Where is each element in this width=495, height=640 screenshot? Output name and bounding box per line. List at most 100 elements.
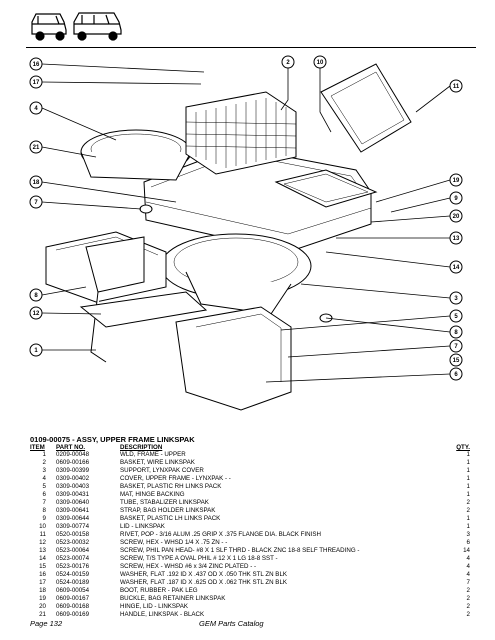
callout-20-label: 20	[453, 214, 460, 220]
vehicle-icon-1	[31, 13, 67, 41]
cell-part-no: 0609-00168	[56, 603, 90, 610]
leader-lines	[41, 63, 451, 383]
cell-description: SUPPORT, LYNXPAK COVER	[120, 467, 204, 474]
cell-part-no: 0524-00159	[56, 571, 90, 578]
callout-18-label: 18	[33, 180, 40, 186]
cell-qty: 6	[466, 539, 470, 546]
cell-description: BUCKLE, BAG RETAINER LINKSPAK	[120, 595, 226, 602]
cell-item: 9	[42, 515, 46, 522]
table-row: 15 0523-00176 SCREW, HEX - WHSD #6 x 3/4 Z…	[30, 563, 470, 571]
cell-item: 10	[39, 523, 46, 530]
cell-qty: 1	[466, 475, 470, 482]
cell-item: 12	[39, 539, 46, 546]
cell-item: 20	[39, 603, 46, 610]
cell-description: BASKET, PLASTIC LH LINKS PACK	[120, 515, 221, 522]
cell-part-no: 0309-00402	[56, 475, 90, 482]
round-basket-left	[80, 129, 192, 181]
callout-17: 17	[29, 75, 43, 89]
bag-holder-frame-left	[45, 231, 167, 363]
callout-21-label: 21	[33, 145, 40, 151]
col-description-header: DESCRIPTION	[120, 444, 163, 451]
cell-item: 17	[39, 579, 46, 586]
callout-6-label: 6	[454, 372, 458, 378]
callout-6: 6	[449, 367, 463, 381]
vehicle-icon-2	[73, 12, 122, 41]
callout-2: 2	[281, 55, 295, 69]
cell-qty: 1	[466, 459, 470, 466]
cell-part-no: 0523-00176	[56, 563, 90, 570]
callout-8-left: 8	[29, 288, 43, 302]
callout-12: 12	[29, 306, 43, 320]
cell-qty: 4	[466, 571, 470, 578]
cell-description: SCREW, T/S TYPE A OVAL PHIL # 12 X 1 LG …	[120, 555, 278, 562]
callout-5: 5	[449, 309, 463, 323]
cell-description: WLD, FRAME - UPPER	[120, 451, 186, 458]
cell-item: 14	[39, 555, 46, 562]
callout-7-label: 7	[34, 200, 38, 206]
cell-part-no: 0209-00048	[56, 451, 90, 458]
callout-1: 1	[29, 343, 43, 357]
callout-1-label: 1	[34, 348, 38, 354]
cell-description: BASKET, PLASTIC RH LINKS PACK	[120, 483, 222, 490]
cell-description: BASKET, WIRE LINKSPAK	[120, 459, 195, 466]
callout-13-label: 13	[453, 236, 460, 242]
cell-description: HANDLE, LINKSPAK - BLACK	[120, 611, 205, 618]
exploded-parts-diagram: 16 17 4 21 18 7 8 12 1 2 10 11 19 9 20 1…	[29, 55, 463, 411]
cell-description: WASHER, FLAT .192 ID X .437 OD X .050 TH…	[120, 571, 288, 578]
cell-qty: 2	[466, 595, 470, 602]
col-part-no-header: PART NO.	[56, 444, 86, 451]
col-item-header: ITEM	[30, 444, 45, 451]
col-qty-header: QTY.	[456, 444, 470, 451]
cell-part-no: 0523-00032	[56, 539, 90, 546]
cell-item: 21	[39, 611, 46, 618]
table-row: 9 0309-00644 BASKET, PLASTIC LH LINKS PACK…	[30, 515, 470, 523]
callout-7-right: 7	[449, 339, 463, 353]
callout-9: 9	[449, 191, 463, 205]
callout-9-label: 9	[454, 196, 458, 202]
callout-13: 13	[449, 231, 463, 245]
cell-qty: 2	[466, 603, 470, 610]
callout-5-label: 5	[454, 314, 458, 320]
callout-3: 3	[449, 291, 463, 305]
gem-vehicles-logo	[31, 12, 122, 41]
catalog-name: GEM Parts Catalog	[199, 619, 264, 628]
cell-description: SCREW, HEX - WHSD #6 x 3/4 ZINC PLATED -…	[120, 563, 257, 570]
cell-item: 5	[42, 483, 46, 490]
cell-part-no: 0309-00431	[56, 491, 90, 498]
page-number: Page 132	[30, 619, 63, 628]
cell-description: SCREW, HEX - WHSD 1/4 X .75 ZN - -	[120, 539, 228, 546]
cell-qty: 1	[466, 523, 470, 530]
callout-10-label: 10	[317, 60, 324, 66]
callout-2-label: 2	[286, 60, 290, 66]
cell-qty: 1	[466, 491, 470, 498]
cell-item: 11	[39, 531, 46, 538]
parts-table-header: ITEM PART NO. DESCRIPTION QTY.	[30, 444, 470, 451]
cell-part-no: 0309-00644	[56, 515, 90, 522]
callout-4: 4	[29, 101, 43, 115]
cell-item: 15	[39, 563, 46, 570]
cell-description: WASHER, FLAT .187 ID X .625 OD X .062 TH…	[120, 579, 288, 586]
lid	[320, 63, 412, 153]
callout-8-right-label: 8	[454, 330, 458, 336]
cell-qty: 1	[466, 451, 470, 458]
cell-part-no: 0523-00064	[56, 547, 90, 554]
plastic-basket-rh	[274, 169, 378, 208]
cell-qty: 4	[466, 555, 470, 562]
callout-19: 19	[449, 173, 463, 187]
callout-18: 18	[29, 175, 43, 189]
bag-basket-right	[79, 291, 292, 411]
callout-16-label: 16	[33, 62, 40, 68]
table-row: 12 0523-00032 SCREW, HEX - WHSD 1/4 X .75 …	[30, 539, 470, 547]
callout-7: 7	[29, 195, 43, 209]
cell-item: 18	[39, 587, 46, 594]
cell-item: 7	[42, 499, 46, 506]
cell-qty: 2	[466, 611, 470, 618]
